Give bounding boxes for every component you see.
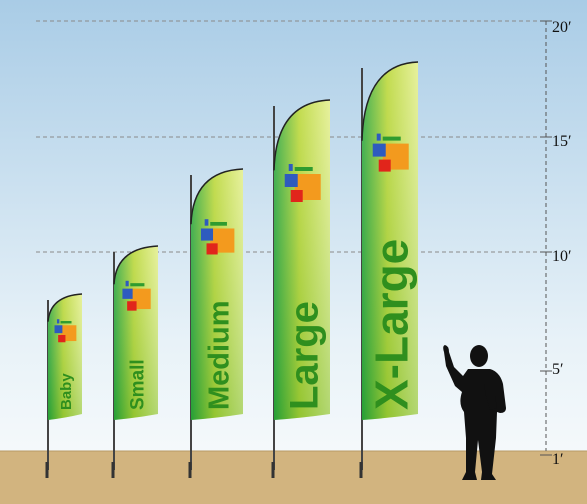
flag-label-baby: Baby xyxy=(58,373,75,410)
logo-icon xyxy=(200,219,235,255)
tick-label-10: 10′ xyxy=(552,248,572,265)
flag-top-edge xyxy=(47,293,83,322)
flag-top-edge xyxy=(113,245,159,285)
feather-flag-1: Baby xyxy=(45,293,83,478)
feather-flag-5: X-Large xyxy=(359,61,419,478)
logo-icon xyxy=(372,133,409,172)
tick-label-20: 20′ xyxy=(552,19,572,36)
flag-label-medium: Medium xyxy=(203,300,235,410)
flag-label-large: Large xyxy=(283,301,327,410)
feather-flag-4: Large xyxy=(271,99,331,478)
tick-label-5: 5′ xyxy=(552,361,564,378)
feather-flag-2: Small xyxy=(111,245,159,478)
ground xyxy=(0,451,587,504)
flag-top-edge xyxy=(190,168,244,225)
flag-label-small: Small xyxy=(128,359,149,410)
flag-group: Baby Small Medium Large X-Large xyxy=(45,61,419,478)
feather-flag-3: Medium xyxy=(188,168,244,478)
tick-label-15: 15′ xyxy=(552,133,572,150)
flag-label-x-large: X-Large xyxy=(366,239,418,410)
height-scale: 20′ 15′ 10′ 5′ 1′ xyxy=(540,19,572,468)
logo-icon xyxy=(122,280,151,311)
logo-icon xyxy=(54,319,77,343)
person-silhouette-icon xyxy=(443,345,506,480)
tick-label-1: 1′ xyxy=(552,451,564,468)
flag-top-edge xyxy=(361,61,419,141)
flag-top-edge xyxy=(273,99,331,171)
logo-icon xyxy=(284,164,321,202)
